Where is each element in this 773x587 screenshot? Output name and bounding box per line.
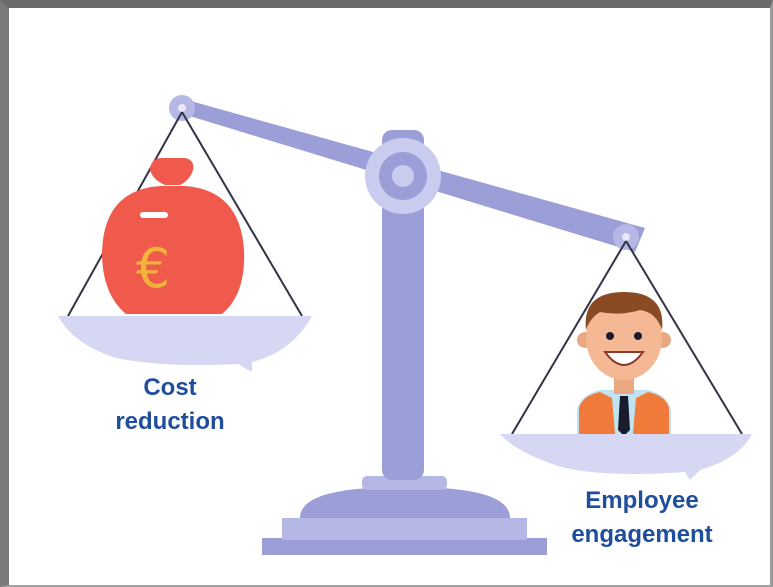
right-pan: [500, 434, 752, 480]
employee-avatar-icon: [577, 292, 671, 436]
left-pan: [58, 316, 312, 372]
piggy-bank-icon: €: [102, 158, 245, 314]
employee-engagement-label: Employee engagement: [552, 484, 732, 552]
right-pan-strings: [511, 240, 743, 435]
cost-reduction-line1: Cost: [143, 374, 197, 401]
euro-symbol: €: [136, 237, 170, 300]
employee-engagement-line1: Employee: [585, 487, 699, 514]
scale-post: [382, 130, 424, 480]
cost-reduction-line2: reduction: [115, 408, 225, 435]
scale-pivot: [365, 138, 441, 214]
employee-engagement-line2: engagement: [571, 521, 713, 548]
cost-reduction-label: Cost reduction: [95, 371, 245, 439]
scale-base: [262, 476, 547, 555]
